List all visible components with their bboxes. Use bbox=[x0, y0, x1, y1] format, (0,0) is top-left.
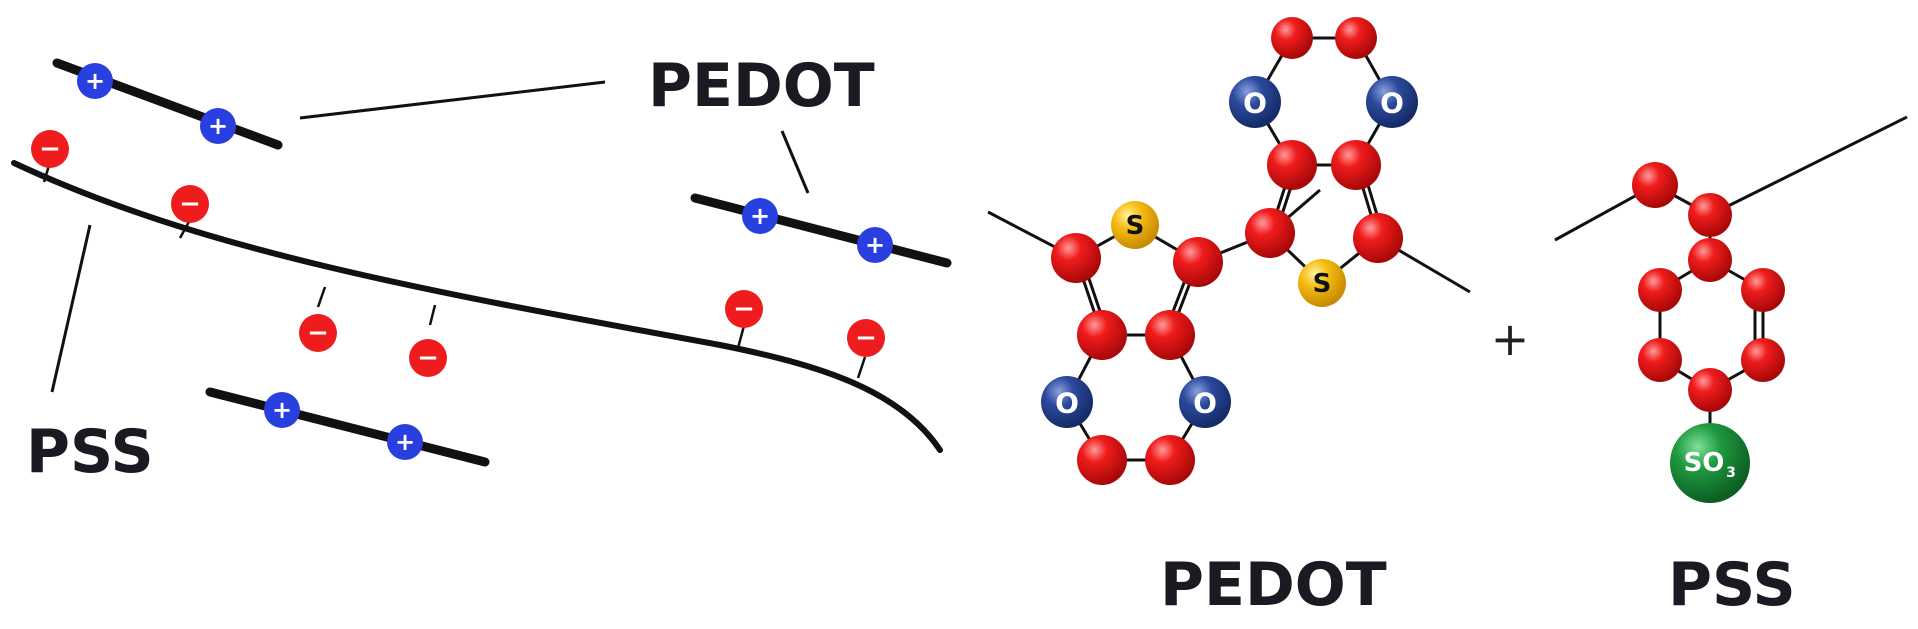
svg-text:O: O bbox=[1380, 87, 1404, 120]
svg-text:SO: SO bbox=[1684, 448, 1725, 478]
svg-text:S: S bbox=[1313, 269, 1332, 299]
anion: − bbox=[409, 339, 447, 377]
oxygen-atom: O bbox=[1366, 76, 1418, 128]
svg-text:+: + bbox=[395, 428, 415, 456]
svg-text:−: − bbox=[417, 343, 439, 373]
pedot-rod: + + bbox=[690, 193, 952, 268]
anion: − bbox=[299, 314, 337, 352]
pedot-carbon-atoms bbox=[1051, 17, 1403, 485]
pedot-label: PEDOT bbox=[648, 51, 875, 121]
pedot-structure-label: PEDOT bbox=[1160, 550, 1387, 620]
svg-text:−: − bbox=[733, 294, 755, 324]
pedot-rod: + + bbox=[52, 58, 283, 150]
svg-text:O: O bbox=[1055, 387, 1079, 420]
pss-chain bbox=[11, 160, 943, 453]
svg-text:S: S bbox=[1126, 211, 1145, 241]
anion: − bbox=[847, 319, 885, 357]
svg-text:−: − bbox=[855, 323, 877, 353]
pss-carbon-atoms bbox=[1632, 162, 1785, 412]
pss-structure-label: PSS bbox=[1668, 550, 1796, 620]
anion: − bbox=[725, 290, 763, 328]
pss-leader-line bbox=[50, 224, 92, 393]
sulfonate-group: SO 3 bbox=[1670, 423, 1750, 503]
svg-text:+: + bbox=[272, 396, 292, 424]
svg-text:−: − bbox=[307, 318, 329, 348]
svg-text:−: − bbox=[39, 134, 61, 164]
pss-bonds bbox=[1554, 115, 1908, 460]
svg-text:O: O bbox=[1243, 87, 1267, 120]
oxygen-atom: O bbox=[1041, 376, 1093, 428]
svg-text:+: + bbox=[750, 202, 770, 230]
svg-text:+: + bbox=[208, 112, 228, 140]
svg-text:−: − bbox=[179, 189, 201, 219]
pedot-rod: + + bbox=[205, 387, 490, 467]
pedot-leader-line bbox=[299, 80, 606, 120]
svg-text:+: + bbox=[85, 67, 105, 95]
sulfur-atom: S bbox=[1111, 201, 1159, 249]
schematic-panel: − − − − − − + + bbox=[11, 51, 952, 487]
svg-text:O: O bbox=[1193, 387, 1217, 420]
oxygen-atom: O bbox=[1229, 76, 1281, 128]
svg-text:3: 3 bbox=[1726, 465, 1736, 481]
pss-structure: SO 3 PSS bbox=[1554, 115, 1908, 620]
plus-sign: + bbox=[1491, 312, 1530, 366]
oxygen-atom: O bbox=[1179, 376, 1231, 428]
pss-label: PSS bbox=[26, 417, 154, 487]
sulfur-atom: S bbox=[1298, 259, 1346, 307]
pedot-leader-line bbox=[780, 130, 810, 194]
anion-stems bbox=[42, 161, 867, 379]
anion: − bbox=[171, 185, 209, 223]
pedot-structure: O O O O S S PEDOT bbox=[987, 17, 1471, 620]
svg-text:+: + bbox=[865, 231, 885, 259]
anion: − bbox=[31, 130, 69, 168]
